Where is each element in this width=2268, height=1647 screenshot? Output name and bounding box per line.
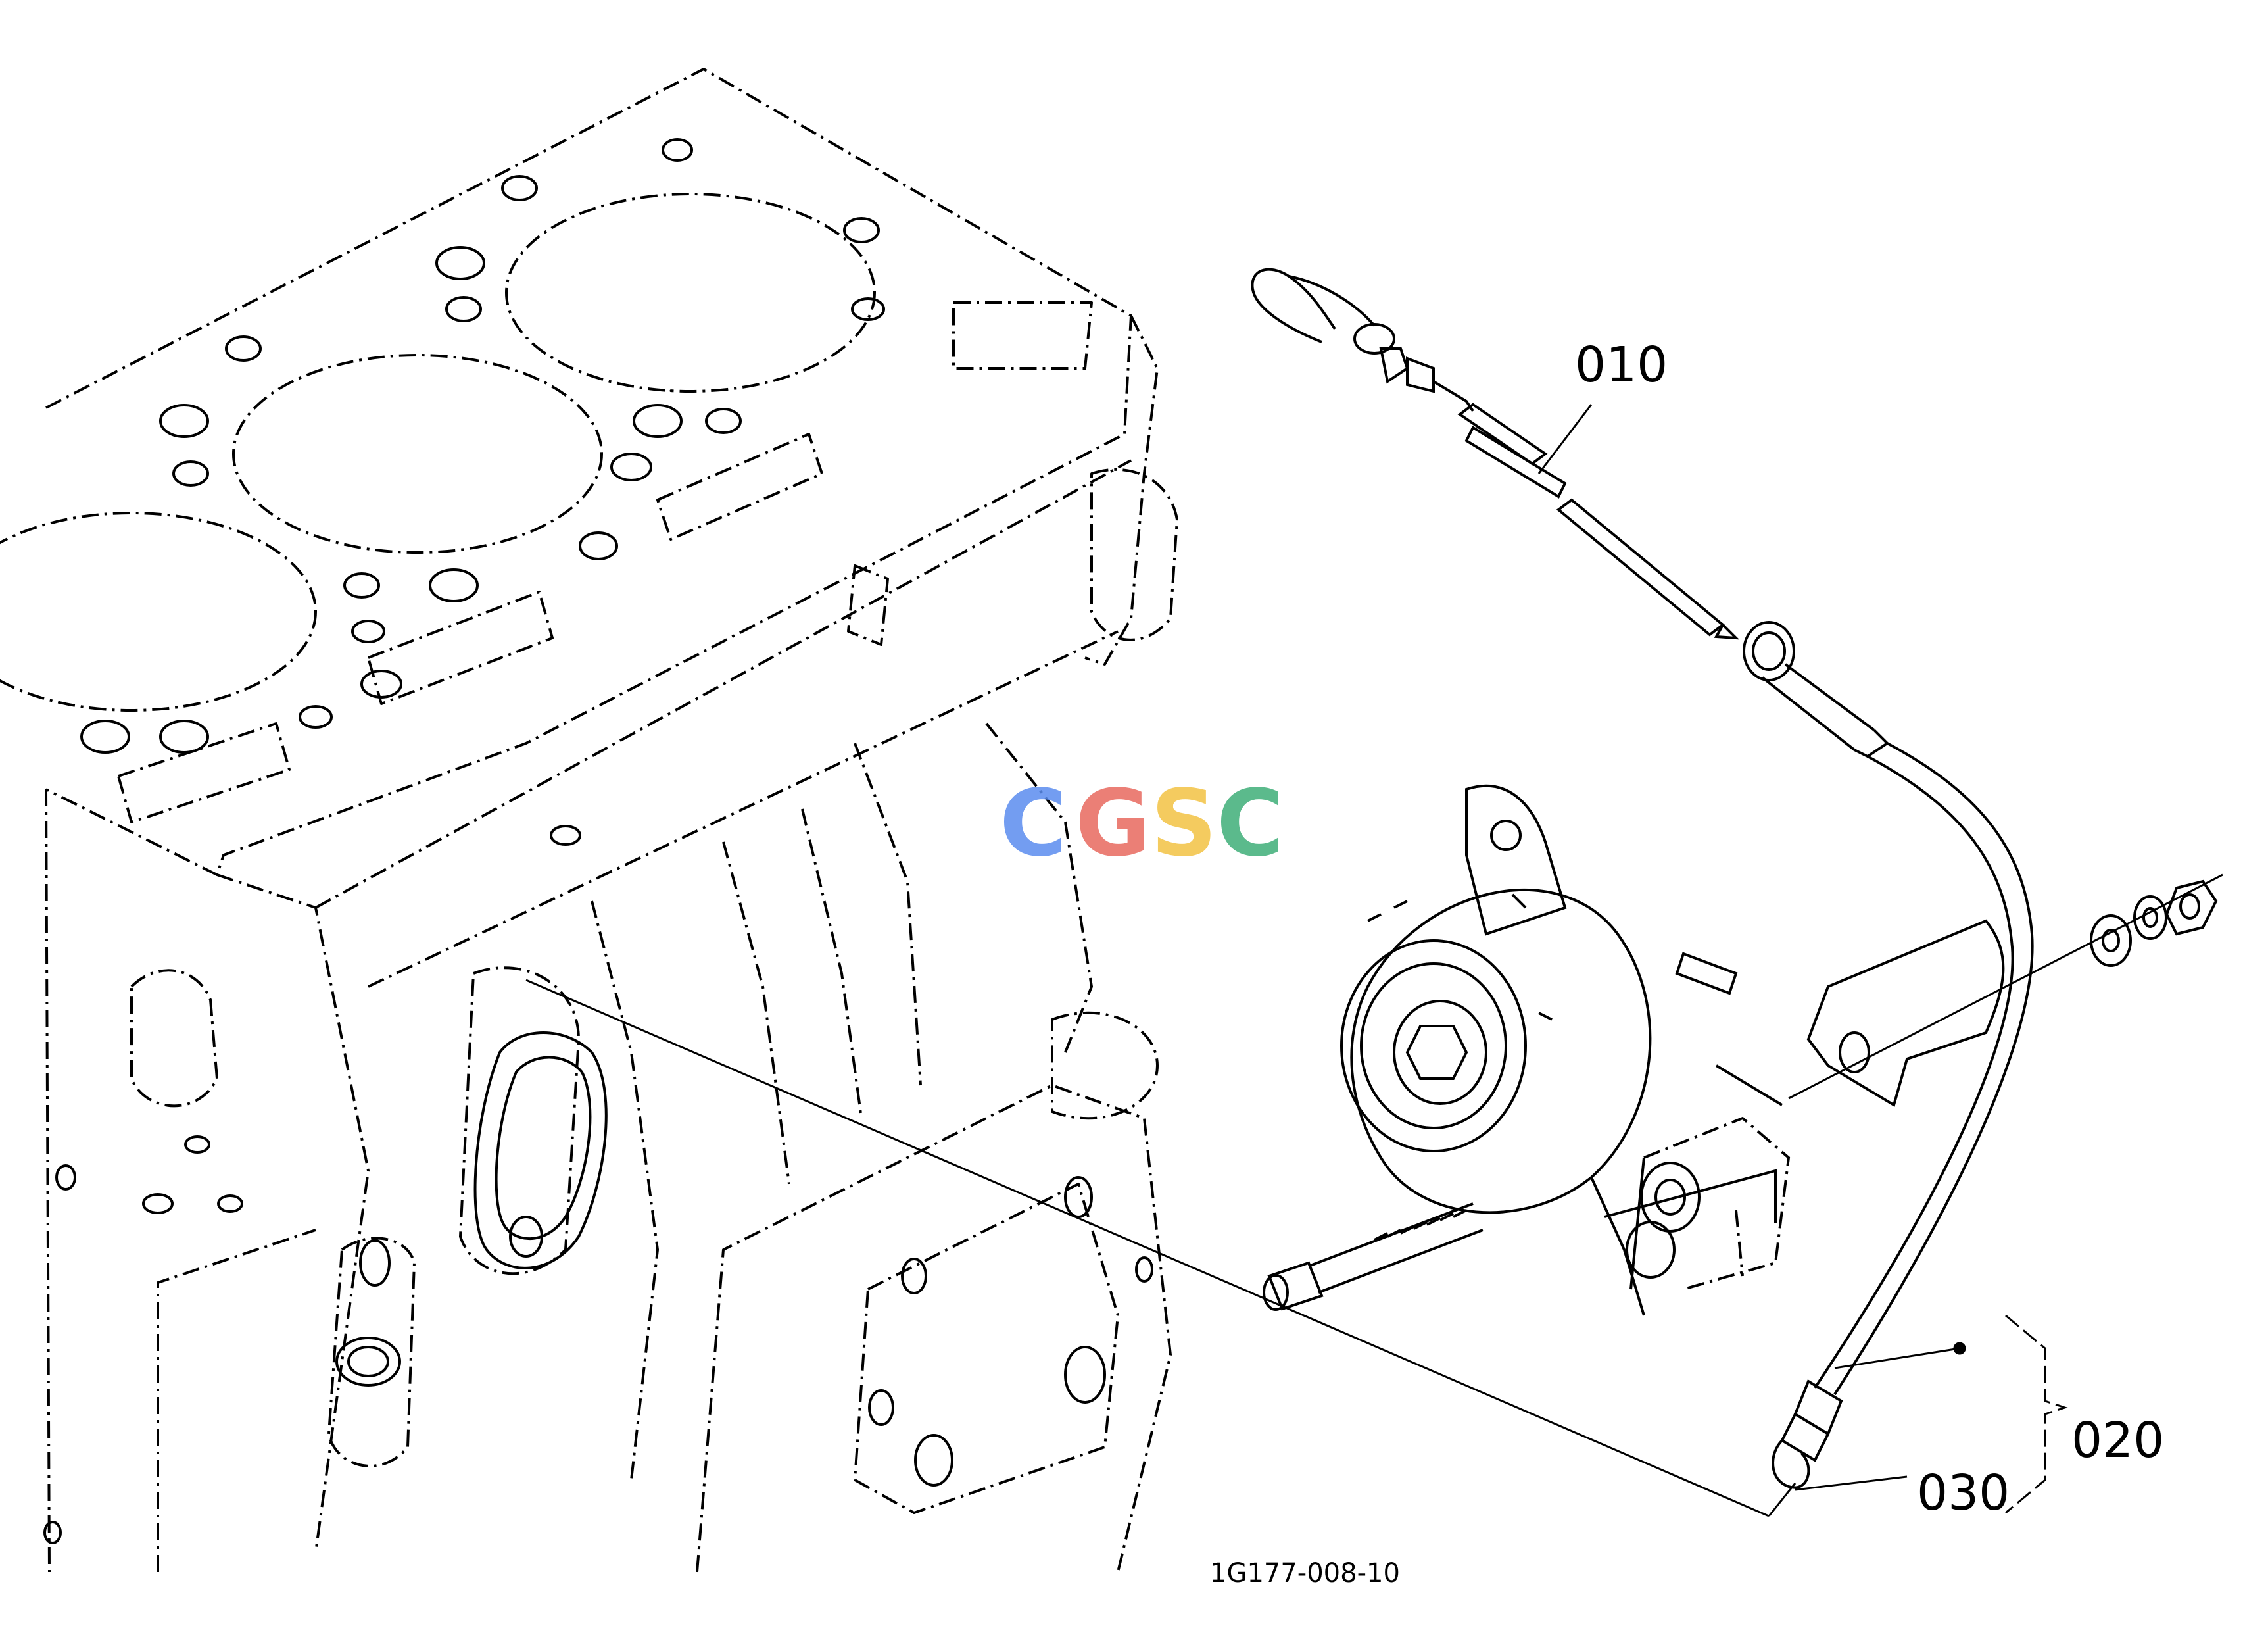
callout-020: 020 [2071,1412,2164,1469]
watermark-letter-4: C [1217,770,1284,877]
callout-030: 030 [1917,1465,2010,1521]
watermark-letter-3: S [1151,770,1217,877]
deck-holes [43,138,1153,1544]
leader-lines [525,404,2068,1517]
watermark-letter-1: C [1000,770,1067,877]
engine-block [0,68,1178,1573]
callout-010: 010 [1575,337,1668,393]
bolt-axis-line [1788,873,2223,1100]
alternator-hidden [1643,1116,1791,1291]
washer-nut-set [2090,879,2218,967]
mounting-bolt [1263,1202,1484,1311]
watermark-letter-2: G [1075,770,1151,877]
watermark-logo: C G S C [1000,770,1284,877]
alternator [1340,784,1783,1316]
filter-boss [473,1031,608,1269]
dipstick [1251,268,1740,640]
guide-tube [1743,621,2034,1489]
drawing-number: 1G177-008-10 [1210,1558,1400,1588]
